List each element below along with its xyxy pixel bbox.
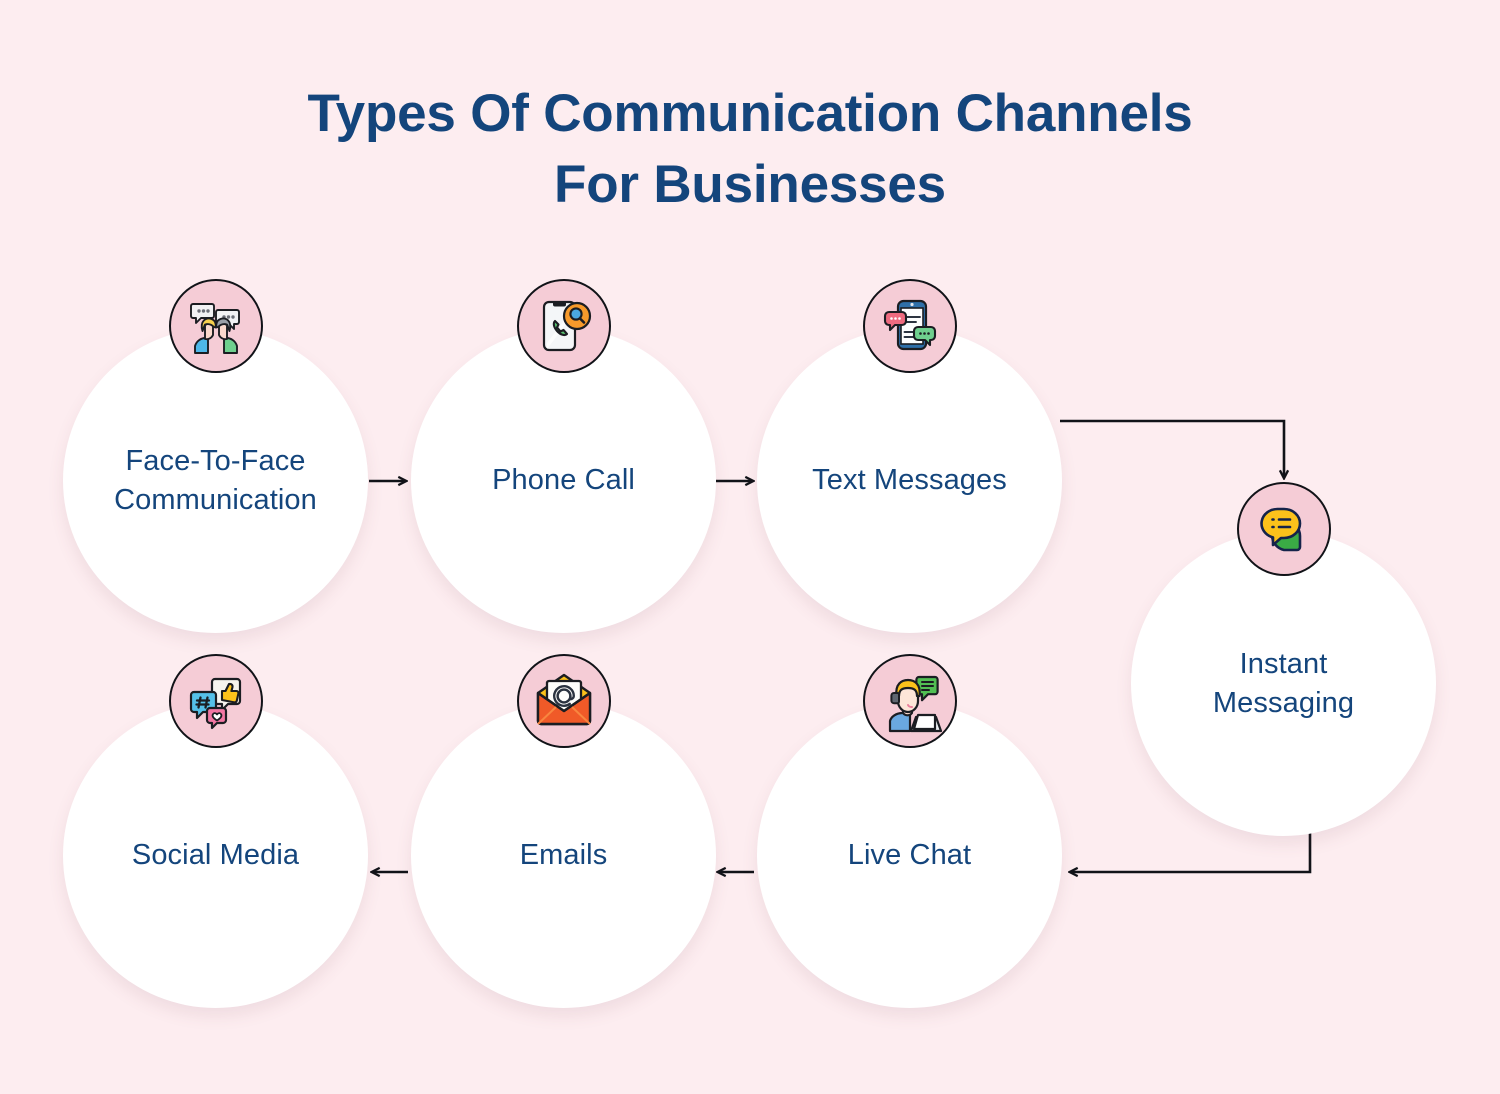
node-label: Face-To-Face Communication xyxy=(114,444,317,516)
node-live-chat[interactable]: Live Chat xyxy=(757,654,1062,1008)
node-circle xyxy=(1131,531,1436,836)
support-agent-icon xyxy=(862,654,957,748)
node-circle xyxy=(63,703,368,1008)
two-people-talking-icon xyxy=(168,279,263,373)
node-label: Live Chat xyxy=(847,839,972,872)
connector-instant-messaging-to-live-chat xyxy=(1070,830,1312,872)
connector-text-messages-to-instant-messaging xyxy=(1060,419,1284,478)
page-title: Types Of Communication Channels For Busi… xyxy=(0,78,1500,220)
node-label: Emails xyxy=(519,839,608,872)
node-face-to-face[interactable]: Face-To-Face Communication xyxy=(63,279,368,633)
node-instant-messaging[interactable]: Instant Messaging xyxy=(1131,482,1436,836)
node-circle xyxy=(411,703,716,1008)
node-label: Text Messages xyxy=(812,464,1007,497)
node-label: Social Media xyxy=(131,839,300,872)
node-circle xyxy=(63,328,368,633)
node-circle xyxy=(411,328,716,633)
phone-chat-bubbles-icon xyxy=(862,279,957,373)
node-circle xyxy=(757,328,1062,633)
social-bubbles-icon xyxy=(168,654,263,748)
page-title-line-1: Types Of Communication Channels xyxy=(307,84,1193,143)
node-text-messages[interactable]: Text Messages xyxy=(757,279,1062,633)
phone-search-icon xyxy=(516,279,611,373)
node-social-media[interactable]: Social Media xyxy=(63,654,368,1008)
node-label: Phone Call xyxy=(492,464,635,497)
page-title-line-2: For Businesses xyxy=(554,155,946,215)
node-label: Instant Messaging xyxy=(1212,647,1355,719)
node-phone-call[interactable]: Phone Call xyxy=(411,279,716,633)
chat-bubbles-icon xyxy=(1236,482,1331,576)
node-circle xyxy=(757,703,1062,1008)
node-emails[interactable]: Emails xyxy=(411,654,716,1008)
envelope-at-icon xyxy=(516,654,611,748)
